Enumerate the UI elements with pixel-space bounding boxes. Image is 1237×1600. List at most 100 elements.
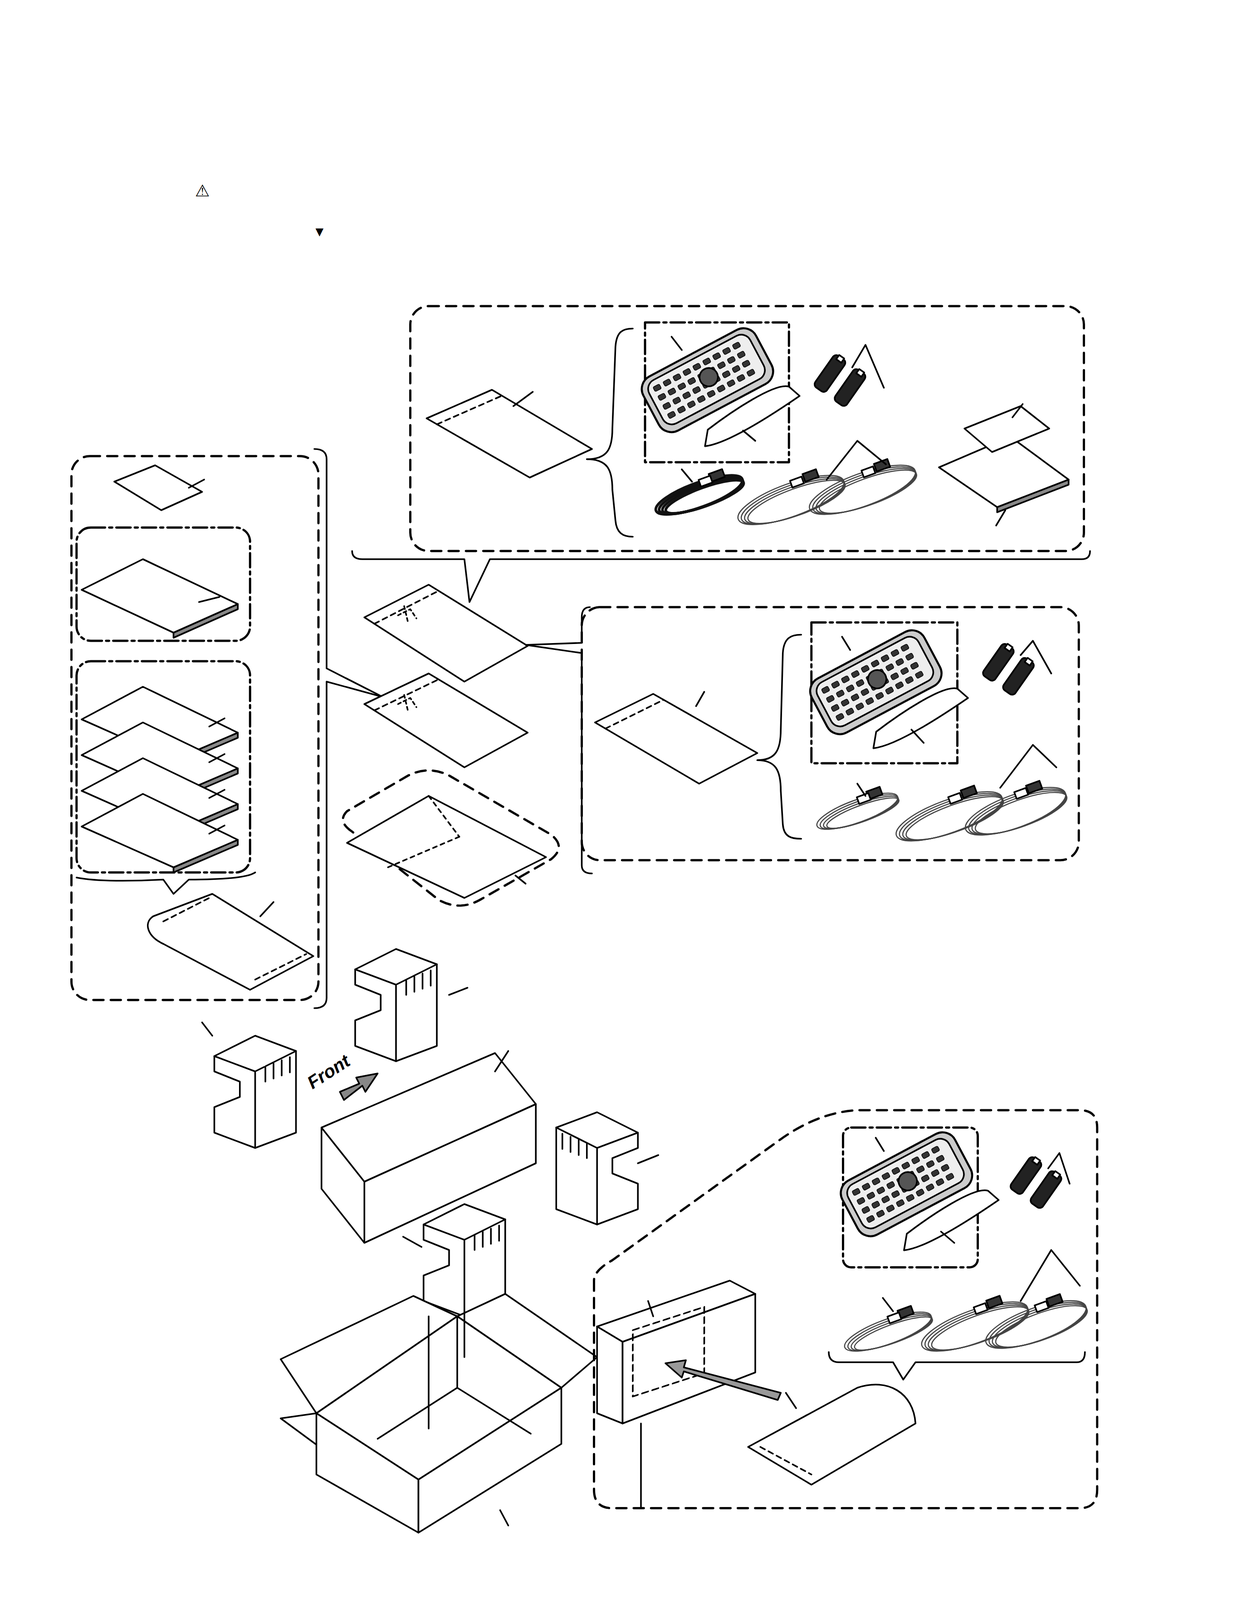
bag-seal bbox=[760, 1447, 812, 1476]
cable-coil bbox=[650, 464, 747, 524]
carton-inner bbox=[377, 1388, 458, 1440]
remote-key bbox=[850, 693, 860, 702]
cable-loop bbox=[804, 455, 921, 525]
bag-seal bbox=[436, 396, 502, 425]
leader-line bbox=[941, 1232, 955, 1244]
remote-key bbox=[687, 377, 696, 386]
cable-coil bbox=[811, 782, 902, 838]
remote-key bbox=[904, 676, 914, 685]
remote-key bbox=[875, 692, 885, 700]
cable-loop bbox=[847, 1309, 936, 1358]
cable-loop bbox=[662, 474, 747, 520]
cable-coil bbox=[914, 1288, 1034, 1362]
remote-key bbox=[935, 1178, 945, 1187]
remote-key bbox=[840, 699, 850, 707]
cable-plug bbox=[973, 1303, 988, 1315]
battery bbox=[1001, 656, 1036, 697]
remote-key bbox=[905, 1194, 915, 1203]
remote-key bbox=[891, 1190, 900, 1198]
remote-key bbox=[881, 1172, 890, 1181]
group-box bbox=[410, 306, 1085, 552]
leader-line bbox=[671, 337, 683, 351]
book-cover bbox=[81, 794, 238, 868]
remote-key bbox=[851, 1188, 861, 1197]
leader-line bbox=[209, 718, 225, 727]
remote-key bbox=[855, 702, 865, 711]
insert-arrow bbox=[665, 1360, 781, 1401]
remote-key bbox=[901, 1161, 910, 1170]
cable-plug bbox=[986, 1295, 1003, 1309]
battery-tip bbox=[1024, 658, 1033, 666]
cable-plug bbox=[887, 1312, 902, 1324]
remote-control bbox=[835, 1122, 1001, 1270]
envelope-fold bbox=[387, 836, 460, 868]
cable-loop bbox=[980, 1291, 1092, 1359]
leader-line bbox=[1012, 404, 1023, 418]
cable-loop bbox=[651, 467, 747, 523]
bag-seal bbox=[255, 954, 307, 980]
leader-line bbox=[209, 825, 225, 834]
remote-key bbox=[717, 361, 726, 370]
drop-line bbox=[463, 1311, 466, 1358]
bracket bbox=[828, 1352, 1086, 1380]
cushion-detail bbox=[355, 964, 437, 1062]
cable-plug bbox=[698, 475, 713, 487]
leader-line bbox=[513, 391, 533, 407]
remote-key bbox=[890, 649, 900, 657]
cable-plug bbox=[861, 466, 876, 478]
remote-key bbox=[682, 368, 692, 377]
foam-cushion bbox=[556, 1112, 638, 1226]
cushion-body bbox=[355, 949, 437, 1062]
remote-key bbox=[856, 1197, 866, 1205]
battery-tip bbox=[856, 369, 865, 377]
cushion-body bbox=[556, 1112, 638, 1226]
symbol-label: ▼ bbox=[312, 224, 327, 239]
leader-line bbox=[500, 1510, 509, 1526]
remote-control bbox=[636, 318, 802, 465]
bracket bbox=[314, 449, 383, 1009]
cable-loop bbox=[890, 782, 1008, 851]
direction-label: Front bbox=[304, 1051, 353, 1092]
remote-key bbox=[885, 1204, 895, 1213]
bracket bbox=[352, 551, 1091, 603]
remote-key bbox=[845, 708, 855, 716]
leader-line bbox=[696, 692, 705, 707]
cable-plug bbox=[1046, 1294, 1063, 1307]
group-box bbox=[581, 607, 1080, 861]
front-arrow bbox=[339, 1073, 378, 1101]
remote-key bbox=[881, 1195, 890, 1204]
cable-loop bbox=[984, 1293, 1092, 1358]
cable-plug bbox=[1026, 781, 1043, 794]
carton-inner bbox=[456, 1316, 459, 1389]
cushion-detail bbox=[556, 1127, 638, 1225]
drop-line bbox=[427, 1316, 430, 1430]
remote-body bbox=[805, 625, 947, 740]
rail-end bbox=[596, 1326, 623, 1424]
rail-slot bbox=[632, 1307, 705, 1397]
remote-key bbox=[855, 679, 865, 688]
remote-key bbox=[886, 1181, 895, 1190]
group-box bbox=[342, 770, 559, 906]
symbol-label: ⚠ bbox=[195, 182, 210, 200]
remote-key bbox=[885, 663, 895, 672]
cable-loop bbox=[916, 1292, 1033, 1362]
remote-key bbox=[916, 1165, 925, 1174]
brace bbox=[586, 328, 633, 460]
remote-key bbox=[925, 1160, 935, 1169]
batteries bbox=[1008, 1154, 1064, 1210]
remote-key bbox=[835, 713, 845, 721]
leader-line bbox=[199, 596, 220, 602]
remote-key bbox=[914, 670, 924, 679]
cable-loop bbox=[655, 469, 747, 522]
cable-loop bbox=[736, 467, 850, 534]
leader-line bbox=[882, 1298, 894, 1312]
remote-key bbox=[845, 684, 855, 693]
remote-key bbox=[712, 352, 721, 361]
drawing bbox=[71, 306, 1098, 1534]
remote-key bbox=[821, 686, 830, 695]
leader-line bbox=[1048, 1153, 1070, 1185]
cable-loop bbox=[815, 461, 922, 523]
remote-face bbox=[843, 1135, 968, 1233]
leader-line bbox=[515, 875, 526, 885]
